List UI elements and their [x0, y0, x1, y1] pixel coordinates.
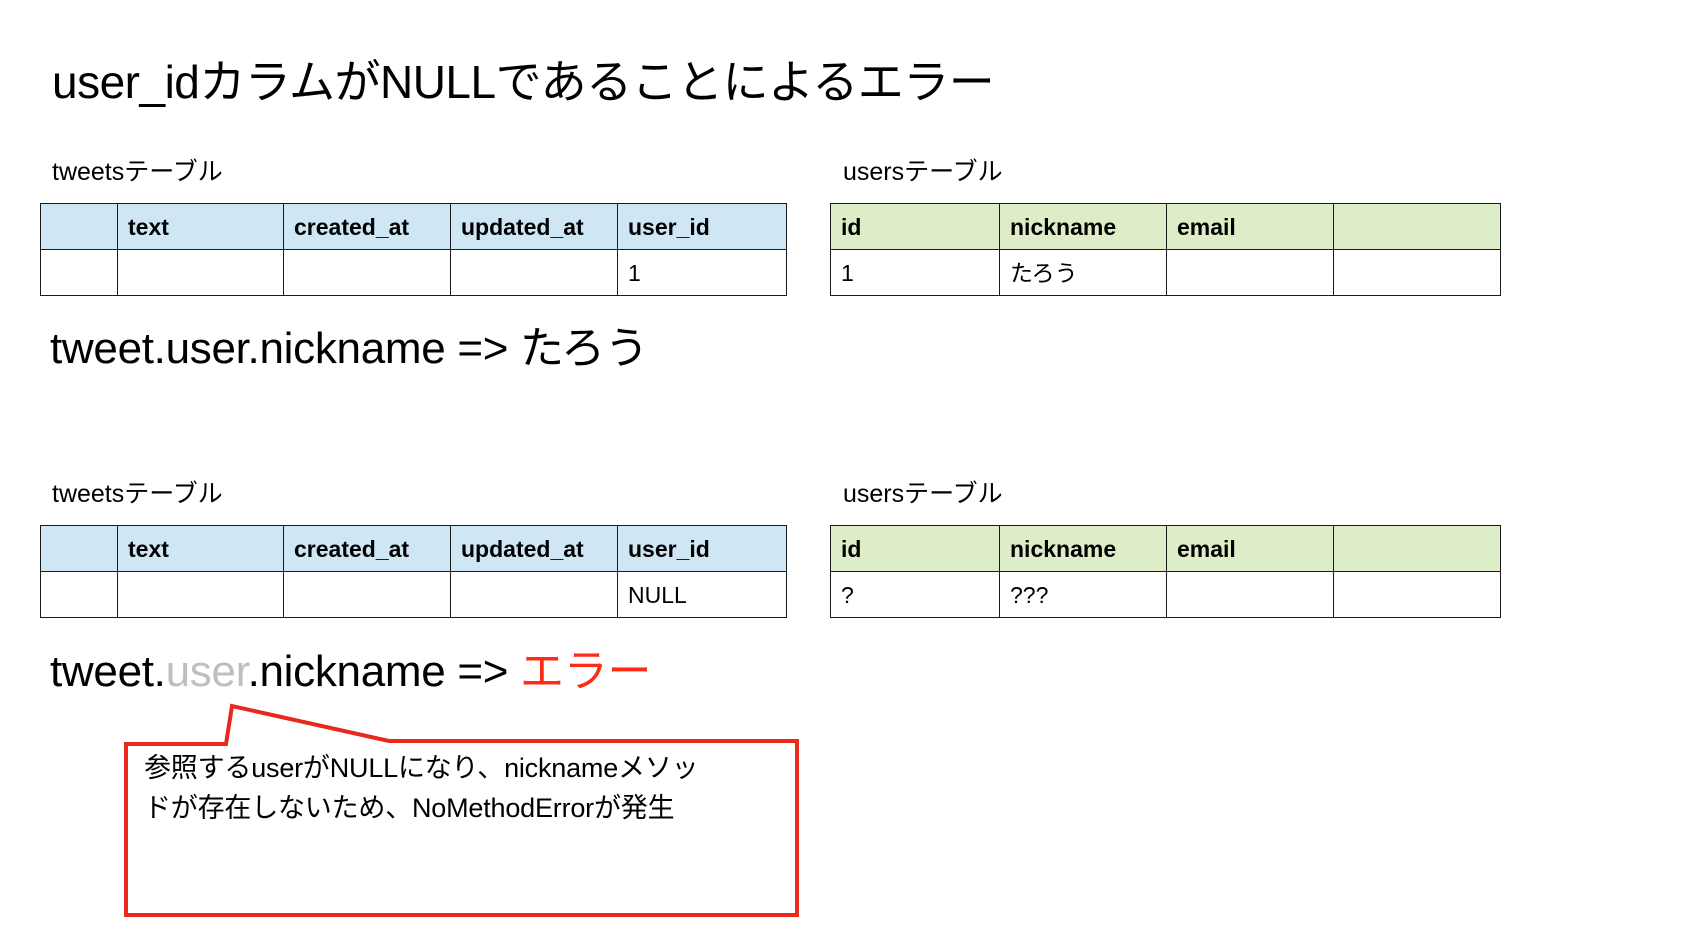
td-tweets-blank — [40, 571, 118, 618]
td-tweets-updated-at — [450, 571, 618, 618]
td-tweets-user-id-null: NULL — [617, 571, 787, 618]
td-users-id: 1 — [830, 249, 1000, 296]
expression-error-part3: .nickname => — [247, 647, 521, 696]
th-users-nickname: nickname — [999, 203, 1167, 250]
td-tweets-text — [117, 571, 284, 618]
caption-tweets-table-bottom: tweetsテーブル — [52, 480, 223, 508]
th-users-nickname: nickname — [999, 525, 1167, 572]
tweets-table-top: text created_at updated_at user_id 1 — [40, 203, 787, 296]
callout-box: 参照するuserがNULLになり、nicknameメソッ ドが存在しないため、N… — [124, 700, 804, 930]
th-users-id: id — [830, 525, 1000, 572]
th-tweets-user-id: user_id — [617, 525, 787, 572]
tweets-table-bottom: text created_at updated_at user_id NULL — [40, 525, 787, 618]
td-tweets-user-id: 1 — [617, 249, 787, 296]
th-tweets-text: text — [117, 203, 284, 250]
td-users-blank — [1333, 249, 1501, 296]
table-header-row: id nickname email — [830, 525, 1501, 572]
th-tweets-user-id: user_id — [617, 203, 787, 250]
th-users-email: email — [1166, 203, 1334, 250]
td-users-email — [1166, 249, 1334, 296]
expression-error: tweet.user.nickname => エラー — [50, 646, 651, 698]
expression-success-result: たろう — [520, 324, 649, 373]
table-row: NULL — [40, 571, 787, 618]
td-tweets-created-at — [283, 571, 451, 618]
table-row: 1 — [40, 249, 787, 296]
th-users-blank — [1333, 203, 1501, 250]
users-table-top: id nickname email 1 たろう — [830, 203, 1501, 296]
th-tweets-created-at: created_at — [283, 203, 451, 250]
users-table-bottom: id nickname email ? ??? — [830, 525, 1501, 618]
th-tweets-updated-at: updated_at — [450, 203, 618, 250]
td-tweets-updated-at — [450, 249, 618, 296]
th-tweets-updated-at: updated_at — [450, 525, 618, 572]
th-tweets-text: text — [117, 525, 284, 572]
expression-success: tweet.user.nickname => たろう — [50, 323, 649, 375]
th-users-id: id — [830, 203, 1000, 250]
callout-text-line-1: 参照するuserがNULLになり、nicknameメソッ — [144, 753, 699, 783]
th-users-blank — [1333, 525, 1501, 572]
callout-text: 参照するuserがNULLになり、nicknameメソッ ドが存在しないため、N… — [144, 748, 728, 828]
td-tweets-blank — [40, 249, 118, 296]
expression-error-user-muted: user — [165, 647, 248, 696]
th-tweets-created-at: created_at — [283, 525, 451, 572]
td-users-nickname: たろう — [999, 249, 1167, 296]
td-users-id-unknown: ? — [830, 571, 1000, 618]
th-tweets-blank — [40, 525, 118, 572]
td-tweets-text — [117, 249, 284, 296]
th-tweets-blank — [40, 203, 118, 250]
table-header-row: text created_at updated_at user_id — [40, 203, 787, 250]
table-header-row: id nickname email — [830, 203, 1501, 250]
callout-shape-icon — [124, 703, 799, 917]
caption-tweets-table-top: tweetsテーブル — [52, 158, 223, 186]
table-row: 1 たろう — [830, 249, 1501, 296]
td-users-nickname-unknown: ??? — [999, 571, 1167, 618]
caption-users-table-bottom: usersテーブル — [843, 480, 1003, 508]
table-row: ? ??? — [830, 571, 1501, 618]
expression-success-prefix: tweet.user.nickname => — [50, 324, 521, 373]
expression-error-part1: tweet. — [50, 647, 166, 696]
td-tweets-created-at — [283, 249, 451, 296]
td-users-email — [1166, 571, 1334, 618]
callout-text-line-2: ドが存在しないため、NoMethodErrorが発生 — [144, 793, 675, 823]
table-header-row: text created_at updated_at user_id — [40, 525, 787, 572]
caption-users-table-top: usersテーブル — [843, 158, 1003, 186]
th-users-email: email — [1166, 525, 1334, 572]
expression-error-result: エラー — [520, 647, 652, 696]
page-title: user_idカラムがNULLであることによるエラー — [52, 56, 995, 108]
td-users-blank — [1333, 571, 1501, 618]
